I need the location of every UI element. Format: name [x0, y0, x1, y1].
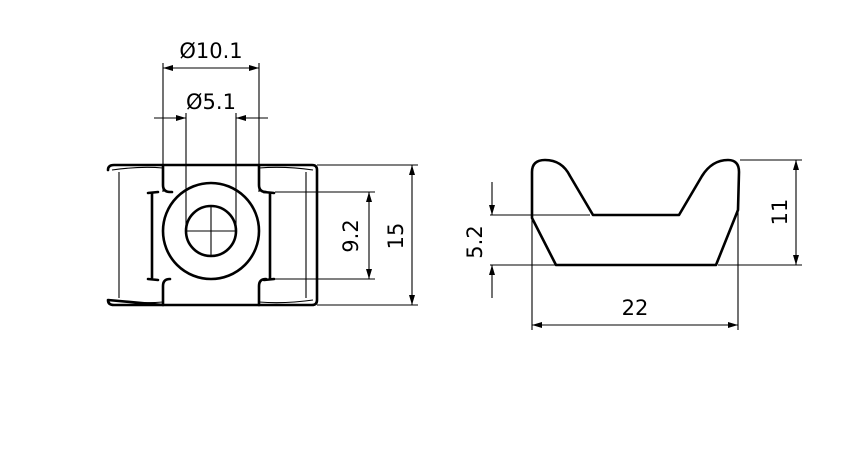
- dim-height: 15: [384, 223, 408, 250]
- dim-total-height: 11: [768, 199, 792, 226]
- dim-depth: 5.2: [463, 225, 487, 258]
- slot-brackets: [146, 190, 276, 282]
- front-view: Ø10.1 Ø5.1 9.2 15: [106, 39, 418, 307]
- side-view: 5.2 11 22: [463, 158, 802, 330]
- washer-outer-circle: [161, 181, 261, 281]
- side-profile: [530, 158, 741, 267]
- front-outline: [106, 163, 319, 307]
- dim-width: 22: [622, 296, 649, 320]
- dim-slot-spacing: 9.2: [339, 219, 363, 252]
- dim-outer-diameter: Ø10.1: [179, 39, 242, 63]
- side-rails: [111, 166, 314, 304]
- center-cross: [186, 206, 236, 256]
- dim-hole-diameter: Ø5.1: [186, 90, 236, 114]
